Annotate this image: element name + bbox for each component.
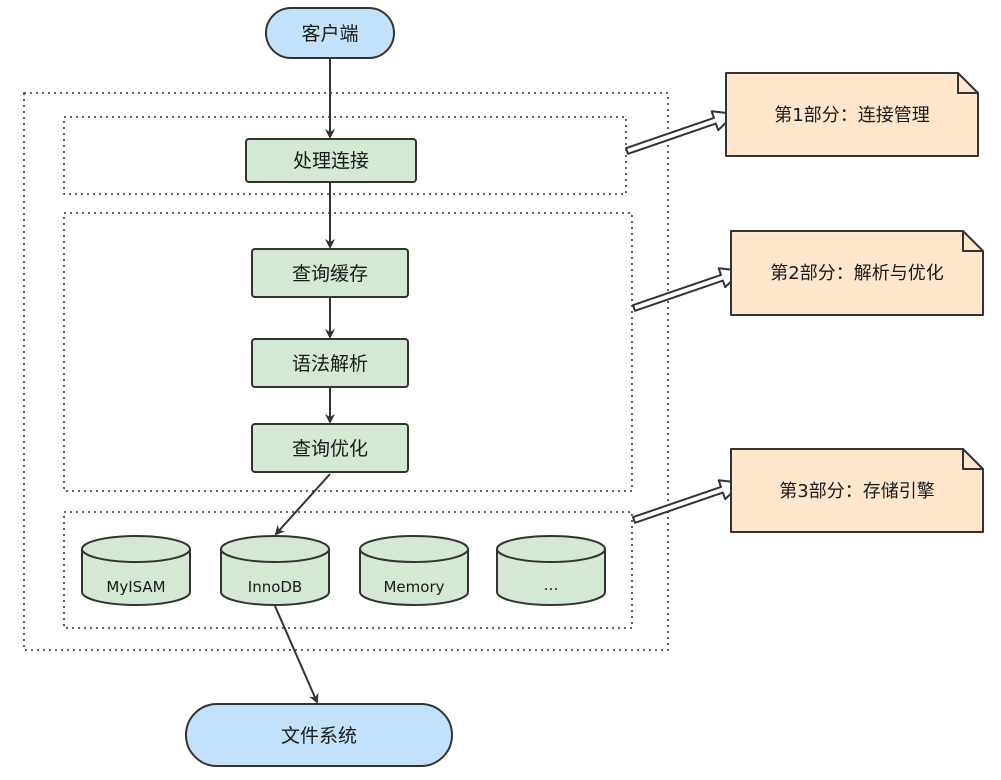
query-optimize-node[interactable]: 查询优化 (251, 423, 409, 473)
connection-layer-frame (63, 116, 627, 195)
engine-memory-cylinder[interactable]: Memory (359, 535, 469, 606)
filesystem-node[interactable]: 文件系统 (185, 703, 453, 767)
note-part2-parse-optimize[interactable]: 第2部分：解析与优化 (730, 230, 984, 316)
query-cache-node[interactable]: 查询缓存 (251, 248, 409, 298)
client-label: 客户端 (301, 23, 358, 45)
query-optimize-label: 查询优化 (292, 438, 368, 460)
engine-more-cylinder[interactable]: … (496, 535, 606, 606)
client-node[interactable]: 客户端 (265, 7, 395, 59)
syntax-parse-node[interactable]: 语法解析 (251, 338, 409, 388)
syntax-parse-label: 语法解析 (292, 353, 368, 375)
engine-innodb-label: InnoDB (248, 578, 302, 596)
block-arrow-part1 (625, 110, 736, 155)
block-arrow-part2 (632, 267, 743, 312)
engine-myisam-label: MyISAM (106, 578, 165, 596)
note-part3-storage-engine[interactable]: 第3部分：存储引擎 (730, 448, 984, 533)
arrow-innodb-to-filesystem (274, 605, 319, 704)
engine-myisam-cylinder[interactable]: MyISAM (81, 535, 191, 606)
storage-engine-layer-frame (63, 511, 633, 629)
arrow-optimize-to-innodb (274, 473, 331, 536)
connection-node[interactable]: 处理连接 (245, 138, 417, 183)
engine-more-label: … (544, 576, 559, 594)
note-part1-label: 第1部分：连接管理 (774, 105, 929, 126)
engine-innodb-cylinder[interactable]: InnoDB (220, 535, 330, 606)
connection-label: 处理连接 (293, 150, 369, 172)
engine-memory-label: Memory (383, 578, 444, 596)
query-cache-label: 查询缓存 (292, 263, 368, 285)
filesystem-label: 文件系统 (281, 725, 357, 747)
parse-optimize-layer-frame (63, 212, 633, 492)
note-part3-label: 第3部分：存储引擎 (779, 481, 934, 502)
note-part2-label: 第2部分：解析与优化 (770, 263, 943, 284)
note-part1-connection-management[interactable]: 第1部分：连接管理 (725, 72, 979, 157)
block-arrow-part3 (632, 479, 743, 524)
